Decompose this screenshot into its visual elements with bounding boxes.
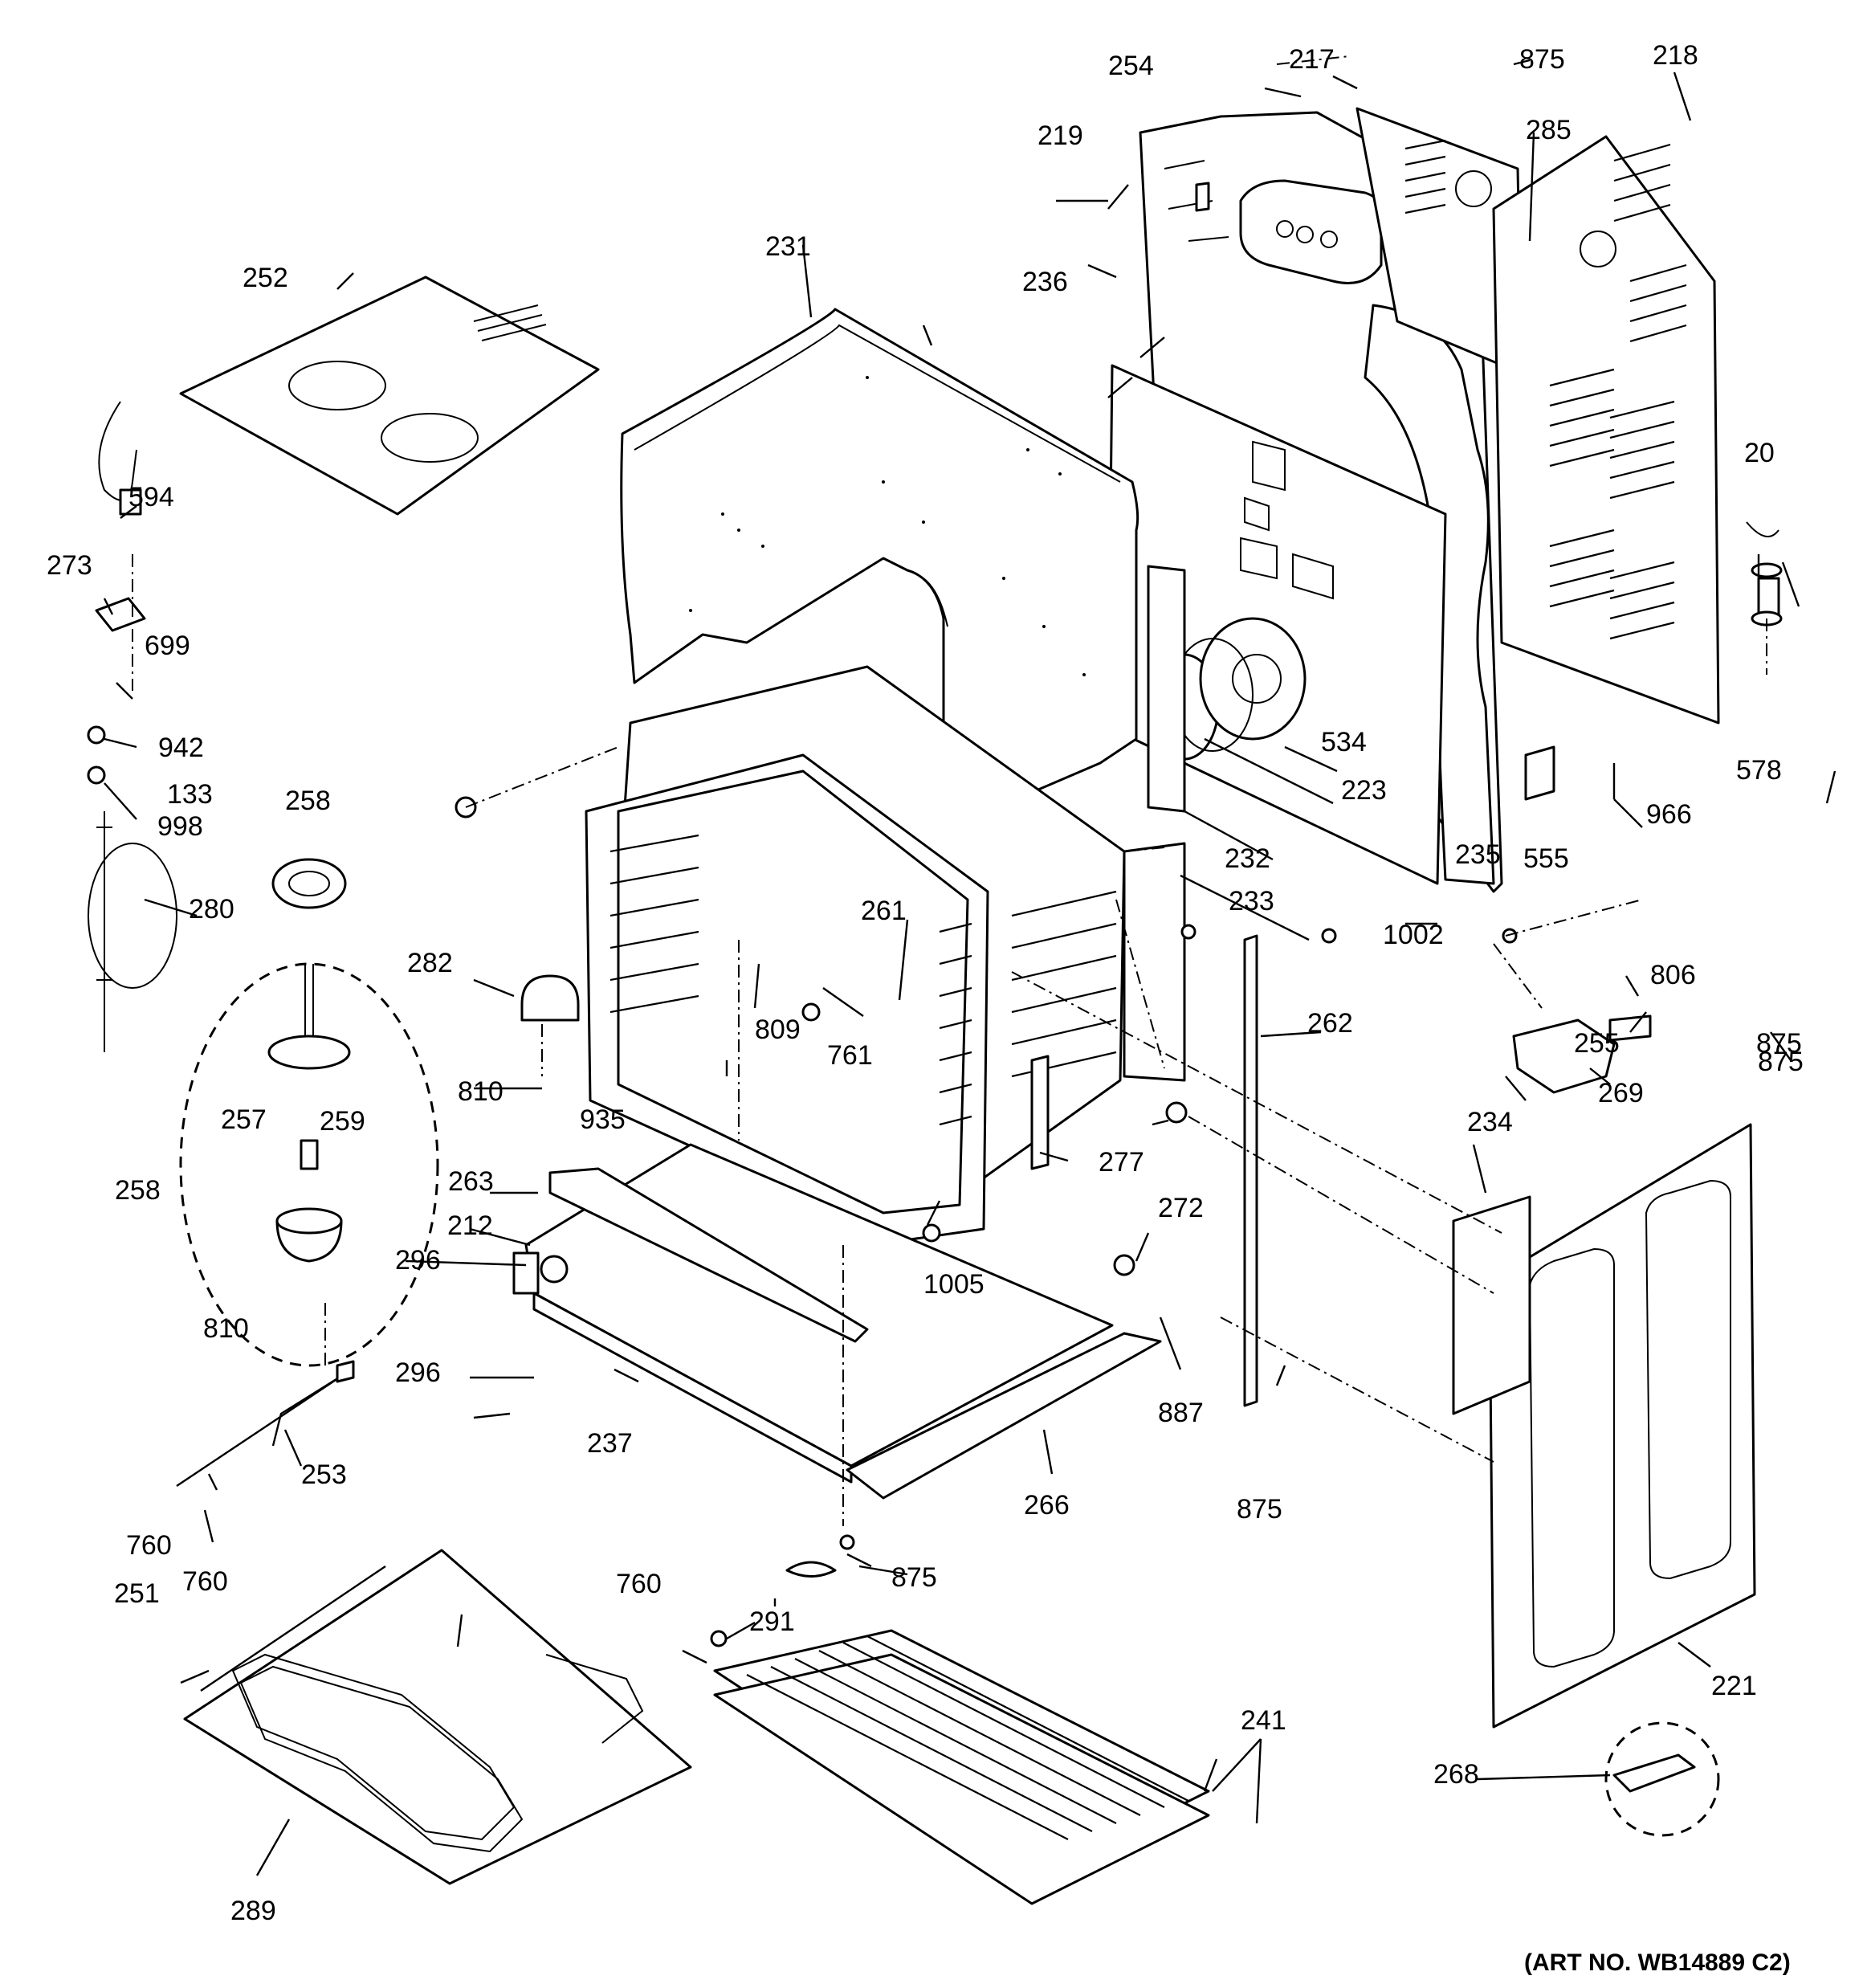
callout-237: 237 <box>587 1428 633 1459</box>
callout-806: 806 <box>1650 960 1696 990</box>
callout-217: 217 <box>1289 44 1335 75</box>
callout-253: 253 <box>301 1459 347 1490</box>
callout-257: 257 <box>221 1104 267 1135</box>
callout-942: 942 <box>158 733 204 763</box>
callout-20: 20 <box>1744 438 1775 468</box>
callout-875: 875 <box>1758 1047 1804 1077</box>
callout-133: 133 <box>167 779 213 810</box>
callout-277: 277 <box>1099 1147 1144 1178</box>
callout-266: 266 <box>1024 1490 1070 1521</box>
oven-bottom-237 <box>512 1143 1114 1484</box>
callout-241: 241 <box>1241 1705 1286 1736</box>
callout-296: 296 <box>395 1245 441 1276</box>
side-panel-louvers <box>1492 135 1720 725</box>
callout-760: 760 <box>182 1566 228 1597</box>
art-number: (ART NO. WB14889 C2) <box>1524 1949 1791 1976</box>
callout-259: 259 <box>320 1106 365 1137</box>
callout-289: 289 <box>230 1896 276 1926</box>
callout-254: 254 <box>1108 51 1154 81</box>
callout-268: 268 <box>1433 1759 1479 1790</box>
callout-258: 258 <box>115 1175 161 1206</box>
oven-cavity <box>585 665 1126 1243</box>
thermostat-parts <box>87 401 580 1487</box>
callout-261: 261 <box>861 896 907 926</box>
callout-251: 251 <box>114 1578 160 1609</box>
insulation-block-232 <box>1147 565 1186 813</box>
callout-232: 232 <box>1225 843 1270 874</box>
callout-966: 966 <box>1646 799 1692 830</box>
callout-935: 935 <box>580 1104 626 1135</box>
side-trim-262 <box>1243 934 1258 1407</box>
callout-252: 252 <box>243 263 288 293</box>
callout-263: 263 <box>448 1166 494 1197</box>
callout-269: 269 <box>1598 1078 1644 1108</box>
callout-235: 235 <box>1455 839 1501 870</box>
callout-875: 875 <box>1237 1494 1282 1525</box>
callout-219: 219 <box>1037 120 1083 151</box>
callout-280: 280 <box>189 894 234 925</box>
bracket-277 <box>1030 1055 1050 1170</box>
part-drawings <box>87 55 1783 1905</box>
callout-887: 887 <box>1158 1398 1204 1428</box>
callout-761: 761 <box>827 1040 873 1071</box>
callout-223: 223 <box>1341 775 1387 806</box>
oven-racks-241 <box>713 1629 1210 1905</box>
callout-594: 594 <box>128 482 174 512</box>
callout-221: 221 <box>1711 1671 1757 1701</box>
callout-875: 875 <box>1756 1028 1802 1059</box>
insulation-block-233 <box>1123 842 1186 1082</box>
callout-555: 555 <box>1523 843 1569 874</box>
callout-875: 875 <box>1519 44 1565 75</box>
oven-wrap-231 <box>620 308 1139 813</box>
assembly-lines <box>132 55 1767 1526</box>
callout-809: 809 <box>755 1014 801 1045</box>
callout-236: 236 <box>1022 267 1068 297</box>
callout-labels: 20 133 212 217 218 219 221 223 231 232 233 234 235 23… <box>47 40 1804 1926</box>
callout-282: 282 <box>407 948 453 978</box>
broil-element-252 <box>179 276 600 516</box>
hinge-268 <box>1612 1753 1696 1793</box>
callout-810: 810 <box>458 1076 503 1107</box>
callout-255: 255 <box>1574 1028 1620 1059</box>
callout-272: 272 <box>1158 1193 1204 1223</box>
callout-291: 291 <box>749 1606 795 1637</box>
fasteners <box>455 796 1518 1647</box>
callout-998: 998 <box>157 811 203 842</box>
callout-296: 296 <box>395 1357 441 1388</box>
callout-1005: 1005 <box>923 1269 984 1300</box>
callout-534: 534 <box>1321 727 1367 757</box>
callout-578: 578 <box>1736 755 1782 786</box>
callout-231: 231 <box>765 231 811 262</box>
callout-234: 234 <box>1467 1107 1513 1137</box>
callout-810: 810 <box>203 1313 249 1344</box>
callout-699: 699 <box>145 631 190 661</box>
callout-285: 285 <box>1526 115 1572 145</box>
bake-element-251 <box>183 1549 692 1885</box>
callout-233: 233 <box>1229 886 1274 916</box>
callout-760: 760 <box>126 1530 172 1561</box>
callout-218: 218 <box>1653 40 1698 71</box>
leader-lines <box>103 59 1837 1876</box>
callout-760: 760 <box>616 1569 662 1599</box>
callout-258: 258 <box>285 786 331 816</box>
callout-1002: 1002 <box>1383 920 1444 950</box>
oven-door-221 <box>1452 1123 1756 1729</box>
right-small-parts <box>785 521 1783 1578</box>
callout-273: 273 <box>47 550 92 581</box>
callout-212: 212 <box>447 1210 493 1241</box>
callout-262: 262 <box>1307 1008 1353 1039</box>
rail-266 <box>846 1332 1162 1500</box>
callout-875: 875 <box>891 1562 937 1593</box>
